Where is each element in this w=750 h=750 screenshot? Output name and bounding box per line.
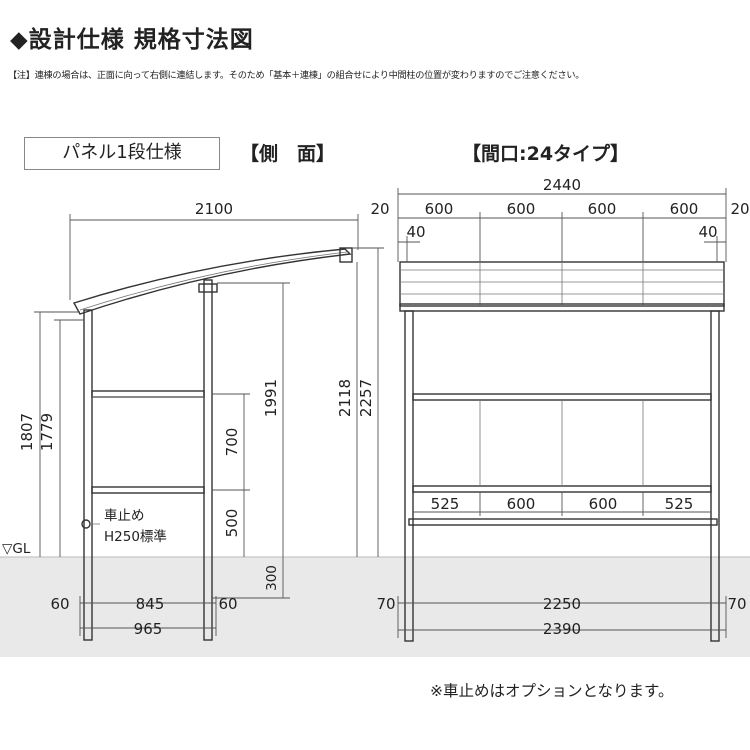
dim-roof-bay-4: 600 [670, 200, 699, 218]
dim-lower-bay-1: 525 [431, 495, 460, 513]
dim-roof-overhang-left: 20 [370, 200, 389, 218]
dim-post-offset-left: 70 [376, 595, 395, 613]
dim-depth-total: 2100 [195, 200, 233, 218]
front-view-drawing: 2440 20 20 600 600 600 600 40 40 [370, 176, 750, 642]
side-front-post [83, 309, 93, 641]
dim-front-post-total: 2390 [543, 620, 581, 638]
dim-inset-right: 40 [698, 223, 717, 241]
dim-embed-depth: 300 [264, 565, 280, 591]
dim-rear-clear: 2118 [336, 379, 354, 417]
dim-lower-bay-4: 525 [665, 495, 694, 513]
side-view-title: 【側 面】 [240, 143, 336, 165]
dim-lower-bay-2: 600 [507, 495, 536, 513]
page-note: 【注】連棟の場合は、正面に向って右側に連結します。そのため「基本＋連棟」の組合せ… [8, 70, 585, 81]
dim-post-offset-right: 70 [727, 595, 746, 613]
dim-rear-outer: 2257 [357, 379, 375, 417]
dim-gap-height: 500 [223, 509, 241, 538]
front-beam [399, 303, 725, 312]
front-panel-top-rail [412, 393, 712, 401]
page-title: ◆設計仕様 規格寸法図 [10, 27, 254, 53]
dim-front-outer: 1807 [18, 413, 36, 451]
side-view-drawing: 2100 1807 1779 ▽GL 700 500 1991 300 [2, 200, 384, 641]
dim-front-inner: 1779 [38, 413, 56, 451]
dim-front-post-span: 2250 [543, 595, 581, 613]
dim-roof-bay-1: 600 [425, 200, 454, 218]
front-view-title: 【間口:24タイプ】 [462, 143, 630, 165]
side-panel-top-rail [91, 390, 205, 398]
variant-label-box: パネル1段仕様 [24, 137, 220, 170]
dim-rear-inner: 1991 [262, 379, 280, 417]
dim-inset-left: 40 [406, 223, 425, 241]
side-roof-edge [79, 251, 348, 311]
dim-panel-height: 700 [223, 428, 241, 457]
dim-lower-bay-3: 600 [589, 495, 618, 513]
dim-post-offset-rear: 60 [218, 595, 237, 613]
footnote: ※車止めはオプションとなります。 [430, 682, 674, 700]
ground-label: ▽GL [2, 541, 31, 557]
dim-post-offset-front: 60 [50, 595, 69, 613]
ground-area [0, 557, 750, 657]
dim-roof-bay-2: 600 [507, 200, 536, 218]
side-roof [72, 248, 352, 315]
dim-post-total: 965 [134, 620, 163, 638]
side-rear-gutter [339, 247, 353, 263]
front-right-post [710, 310, 720, 642]
dim-width-total: 2440 [543, 176, 581, 194]
wheel-stop-label: 車止め [104, 508, 145, 524]
wheel-stop-spec: H250標準 [104, 529, 167, 545]
side-rear-post [203, 279, 213, 641]
front-panel-bottom-rail [412, 485, 712, 493]
dim-roof-overhang-right: 20 [730, 200, 749, 218]
front-wheel-stop-bar [408, 518, 718, 526]
wheel-stop-marker [81, 519, 91, 529]
side-rear-bracket [198, 283, 218, 293]
dim-roof-bay-3: 600 [588, 200, 617, 218]
side-panel-bottom-rail [91, 486, 205, 494]
dim-post-span: 845 [136, 595, 165, 613]
front-left-post [404, 310, 414, 642]
